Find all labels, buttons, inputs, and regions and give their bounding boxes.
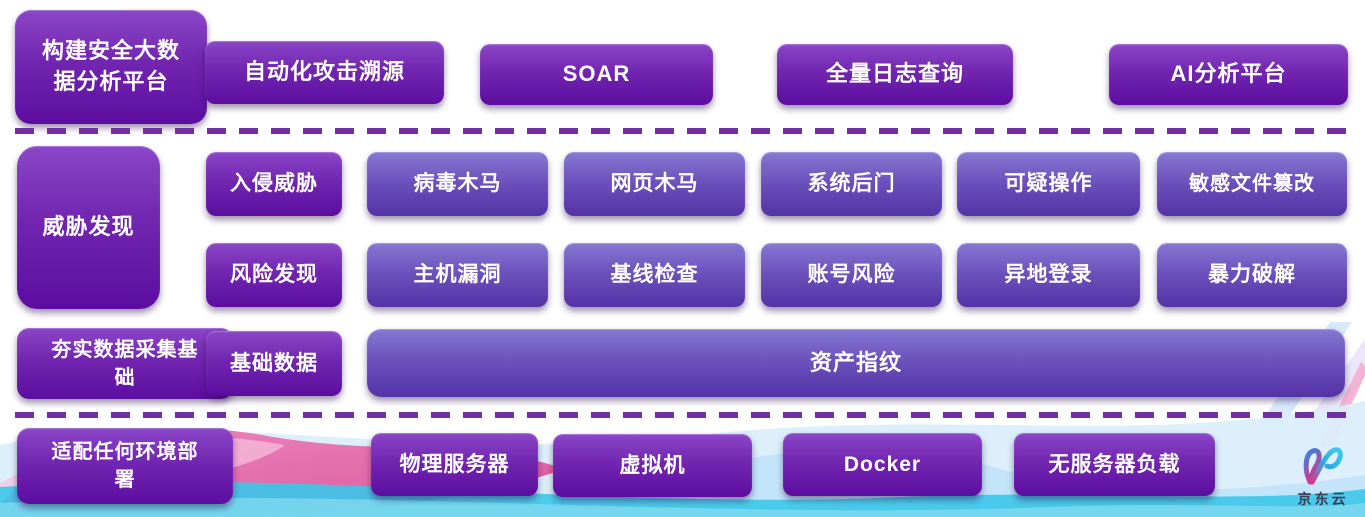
node-physical-server: 物理服务器	[371, 433, 538, 496]
node-soar: SOAR	[480, 44, 713, 105]
divider-dashed-bottom	[15, 412, 1352, 418]
node-intrusion-threat: 入侵威胁	[206, 152, 342, 216]
node-auto-attack-trace: 自动化攻击溯源	[205, 41, 444, 104]
node-baseline-check: 基线检查	[564, 243, 745, 307]
divider-dashed-top	[15, 128, 1352, 134]
jd-cloud-logo: 京东云	[1278, 446, 1365, 509]
node-risk-discovery: 风险发现	[206, 243, 342, 307]
node-remote-login: 异地登录	[957, 243, 1140, 307]
node-host-vulnerability: 主机漏洞	[367, 243, 548, 307]
node-suspicious-operation: 可疑操作	[957, 152, 1140, 216]
node-serverless-load: 无服务器负载	[1014, 433, 1215, 496]
jd-cloud-n-icon	[1303, 447, 1343, 485]
node-basic-data: 基础数据	[206, 331, 342, 396]
platform-row-label: 构建安全大数据分析平台	[15, 10, 207, 124]
node-brute-force: 暴力破解	[1157, 243, 1347, 307]
node-docker: Docker	[783, 433, 982, 496]
node-web-trojan: 网页木马	[564, 152, 745, 216]
node-asset-fingerprint: 资产指纹	[367, 329, 1345, 397]
node-sensitive-file-tampering: 敏感文件篡改	[1157, 152, 1347, 216]
node-system-backdoor: 系统后门	[761, 152, 942, 216]
node-virus-trojan: 病毒木马	[367, 152, 548, 216]
node-account-risk: 账号风险	[761, 243, 942, 307]
node-full-log-query: 全量日志查询	[777, 44, 1013, 105]
data-collection-label: 夯实数据采集基础	[17, 328, 233, 399]
deployment-label: 适配任何环境部署	[17, 428, 233, 504]
node-virtual-machine: 虚拟机	[553, 434, 752, 497]
threat-discovery-label: 威胁发现	[17, 146, 160, 309]
node-ai-analysis-platform: AI分析平台	[1109, 44, 1348, 105]
jd-cloud-brand-text: 京东云	[1297, 491, 1349, 507]
